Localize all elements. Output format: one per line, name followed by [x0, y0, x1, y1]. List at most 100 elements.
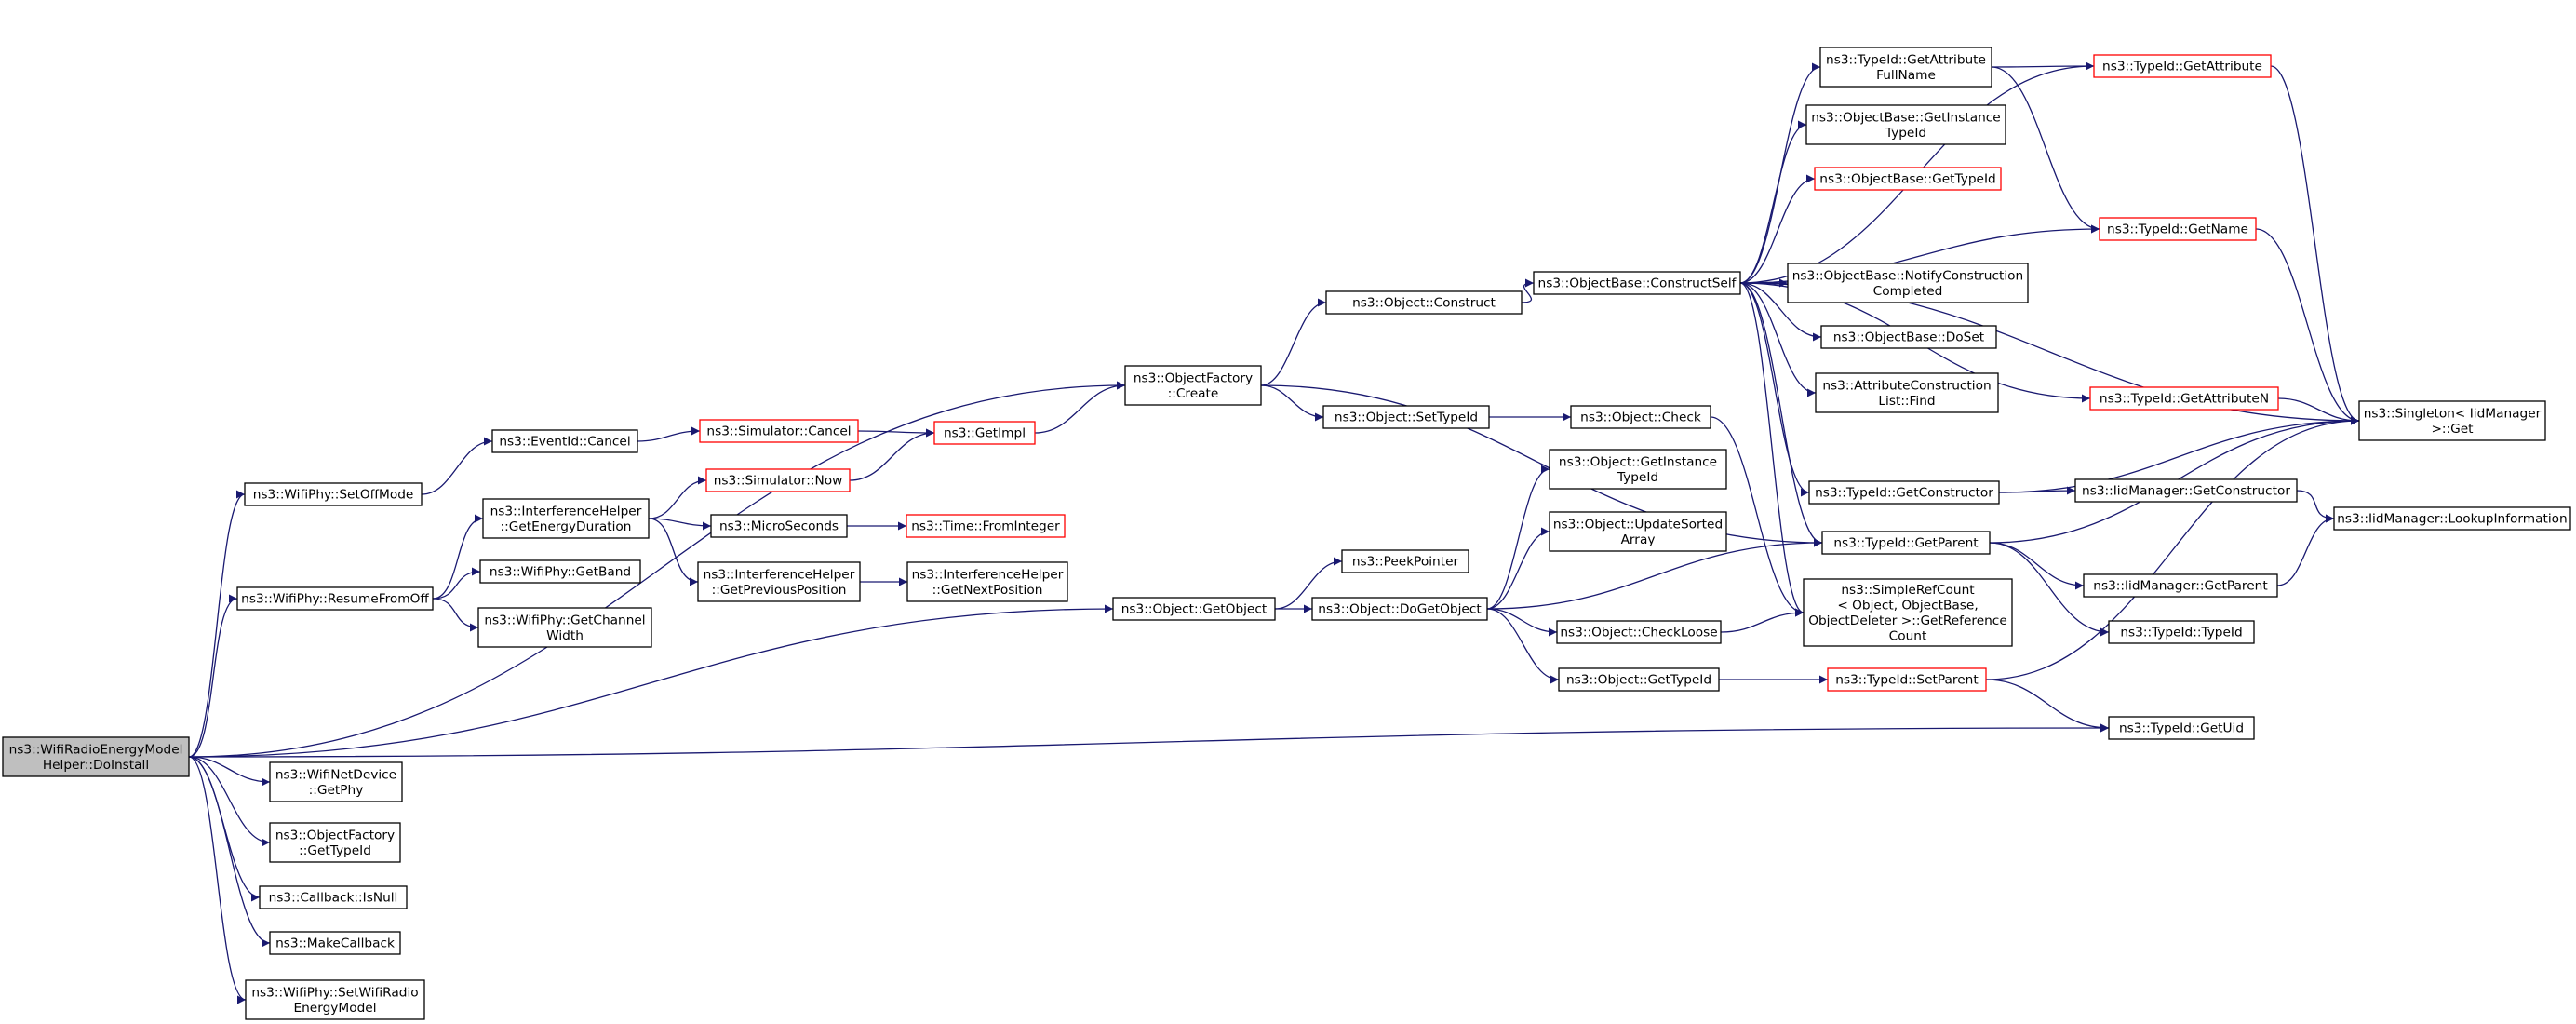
node-getphy[interactable]: ns3::WifiNetDevice::GetPhy	[269, 761, 403, 802]
node-setoffmode[interactable]: ns3::WifiPhy::SetOffMode	[244, 482, 423, 506]
node-obj_settypeid[interactable]: ns3::Object::SetTypeId	[1322, 405, 1490, 429]
node-tid_getname[interactable]: ns3::TypeId::GetName	[2099, 217, 2257, 241]
node-box	[1558, 667, 1720, 692]
node-label: ns3::TypeId::GetConstructor	[1815, 486, 1993, 501]
node-box	[1787, 263, 2029, 303]
node-label: Completed	[1873, 284, 1943, 299]
node-obj_getobject[interactable]: ns3::Object::GetObject	[1112, 597, 1276, 621]
node-simplerefcount[interactable]: ns3::SimpleRefCount< Object, ObjectBase,…	[1803, 578, 2013, 647]
call-edge-root-to-getphy	[188, 756, 271, 787]
node-label: ns3::TypeId::GetUid	[2119, 721, 2244, 736]
call-edge-tid_getname-to-singleton_get	[2255, 228, 2360, 425]
node-label: ::GetNextPosition	[932, 583, 1043, 598]
node-resumefromoff[interactable]: ns3::WifiPhy::ResumeFromOff	[236, 586, 434, 611]
node-eventcancel[interactable]: ns3::EventId::Cancel	[491, 429, 638, 453]
node-simcancel[interactable]: ns3::Simulator::Cancel	[699, 419, 859, 443]
node-label: ns3::IidManager::GetParent	[2093, 579, 2268, 594]
call-edge-tid_getconstructor-to-iid_getconstructor	[1998, 486, 2076, 495]
call-edge-ob_constructself-to-ob_doset	[1739, 282, 1822, 342]
node-label: ns3::Object::UpdateSorted	[1553, 517, 1723, 532]
node-label: ns3::Simulator::Cancel	[706, 424, 851, 439]
node-microseconds[interactable]: ns3::MicroSeconds	[710, 514, 848, 538]
node-getband[interactable]: ns3::WifiPhy::GetBand	[479, 559, 641, 584]
node-isnull[interactable]: ns3::Callback::IsNull	[259, 885, 408, 909]
call-edge-ih_getenergy-to-simnow	[648, 476, 707, 519]
node-box	[2099, 217, 2257, 241]
call-edge-of_create-to-obj_settypeid	[1260, 384, 1324, 422]
node-tid_getattribute[interactable]: ns3::TypeId::GetAttribute	[2093, 54, 2272, 78]
node-label: ns3::Object::SetTypeId	[1335, 411, 1478, 425]
node-iid_getconstructor[interactable]: ns3::IidManager::GetConstructor	[2074, 478, 2298, 503]
node-tid_typeid[interactable]: ns3::TypeId::TypeId	[2108, 620, 2255, 644]
call-edge-obj_construct-to-ob_constructself	[1521, 278, 1535, 303]
call-edge-root-to-resumefromoff	[188, 594, 238, 758]
node-box	[2333, 506, 2571, 531]
node-layer: ns3::WifiRadioEnergyModelHelper::DoInsta…	[2, 47, 2571, 1020]
node-box	[2108, 716, 2255, 740]
node-tid_getconstructor[interactable]: ns3::TypeId::GetConstructor	[1808, 480, 2000, 505]
node-box	[1815, 372, 1999, 413]
node-of_create[interactable]: ns3::ObjectFactory::Create	[1124, 365, 1262, 406]
node-label: Helper::DoInstall	[43, 758, 149, 773]
node-obj_check[interactable]: ns3::Object::Check	[1570, 405, 1711, 429]
node-box	[1341, 549, 1469, 573]
node-peekpointer[interactable]: ns3::PeekPointer	[1341, 549, 1469, 573]
node-ob_doset[interactable]: ns3::ObjectBase::DoSet	[1820, 325, 1997, 349]
node-root[interactable]: ns3::WifiRadioEnergyModelHelper::DoInsta…	[2, 736, 190, 777]
call-edge-root-to-obj_getobject	[188, 604, 1114, 758]
call-edge-obj_getobject-to-peekpointer	[1274, 557, 1343, 610]
node-label: ns3::MicroSeconds	[719, 519, 839, 534]
node-label: ns3::TypeId::GetAttribute	[2102, 60, 2262, 74]
node-obj_checkloose[interactable]: ns3::Object::CheckLoose	[1556, 620, 1722, 644]
node-ih_getenergy[interactable]: ns3::InterferenceHelper::GetEnergyDurati…	[482, 498, 650, 539]
node-obj_gettypeid[interactable]: ns3::Object::GetTypeId	[1558, 667, 1720, 692]
node-label: ns3::GetImpl	[944, 426, 1026, 441]
node-ob_gettypeid[interactable]: ns3::ObjectBase::GetTypeId	[1814, 167, 2002, 191]
node-box	[697, 561, 861, 602]
node-tid_getparent[interactable]: ns3::TypeId::GetParent	[1821, 531, 1991, 555]
call-edge-simcancel-to-getimpl	[857, 428, 935, 438]
node-singleton_get[interactable]: ns3::Singleton< IidManager>::Get	[2358, 400, 2546, 441]
node-label: ::Create	[1168, 386, 1219, 401]
node-label: ns3::Object::GetObject	[1121, 602, 1268, 617]
node-box	[1570, 405, 1711, 429]
node-box	[1805, 104, 2006, 145]
call-edge-ob_constructself-to-ob_getinstancetypeid	[1739, 120, 1807, 284]
node-tid_getattributen[interactable]: ns3::TypeId::GetAttributeN	[2089, 386, 2279, 411]
call-edge-obj_check-to-simplerefcount	[1710, 416, 1805, 617]
node-tid_getuid[interactable]: ns3::TypeId::GetUid	[2108, 716, 2255, 740]
node-label: ns3::TypeId::GetParent	[1833, 536, 1979, 551]
node-ob_constructself[interactable]: ns3::ObjectBase::ConstructSelf	[1533, 271, 1741, 295]
call-edge-tid_getconstructor-to-singleton_get	[1998, 416, 2360, 493]
node-box	[236, 586, 434, 611]
call-edge-iid_getconstructor-to-iid_lookup	[2296, 490, 2335, 523]
node-of_gettypeid[interactable]: ns3::ObjectFactory::GetTypeId	[269, 822, 401, 863]
call-edge-setoffmode-to-eventcancel	[421, 437, 493, 495]
node-makecallback[interactable]: ns3::MakeCallback	[269, 931, 401, 955]
node-simnow[interactable]: ns3::Simulator::Now	[705, 468, 851, 492]
node-obj_dogetobject[interactable]: ns3::Object::DoGetObject	[1311, 597, 1488, 621]
node-obj_construct[interactable]: ns3::Object::Construct	[1325, 290, 1523, 315]
node-box	[245, 979, 425, 1020]
node-iid_getparent[interactable]: ns3::IidManager::GetParent	[2083, 573, 2278, 598]
node-ih_getprev[interactable]: ns3::InterferenceHelper::GetPreviousPosi…	[697, 561, 861, 602]
node-ih_getnext[interactable]: ns3::InterferenceHelper::GetNextPosition	[906, 561, 1068, 602]
node-getimpl[interactable]: ns3::GetImpl	[933, 421, 1036, 445]
node-label: ::GetEnergyDuration	[501, 519, 632, 534]
call-edge-tid_getattrfullname-to-tid_getattribute	[1991, 61, 2095, 71]
node-tid_setparent[interactable]: ns3::TypeId::SetParent	[1827, 667, 1987, 692]
node-box	[479, 559, 641, 584]
call-edge-ih_getenergy-to-ih_getprev	[648, 518, 699, 586]
node-iid_lookup[interactable]: ns3::IidManager::LookupInformation	[2333, 506, 2571, 531]
node-frominteger[interactable]: ns3::Time::FromInteger	[906, 514, 1066, 538]
node-label: ns3::EventId::Cancel	[499, 435, 630, 450]
node-ob_notify[interactable]: ns3::ObjectBase::NotifyConstructionCompl…	[1787, 263, 2029, 303]
